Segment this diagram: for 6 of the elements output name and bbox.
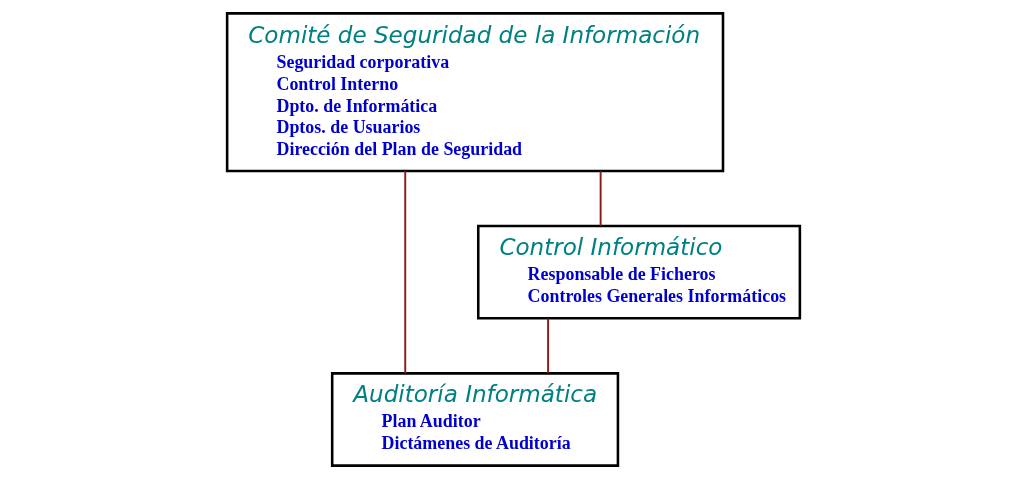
- node-box: Control Informático Responsable de Ficheros Controles Generales Informáticos: [476, 224, 801, 320]
- connector: [546, 317, 549, 374]
- connector: [403, 170, 406, 375]
- connector: [599, 170, 602, 227]
- node-box: Auditoría Informática Plan Auditor Dictámenes de Auditoría: [330, 372, 619, 467]
- node-box: Comité de Seguridad de la Información Seguridad corporativa Control Interno Dpto. de Informática Dptos. de Usuarios Dirección del Plan de Seguridad: [225, 12, 724, 173]
